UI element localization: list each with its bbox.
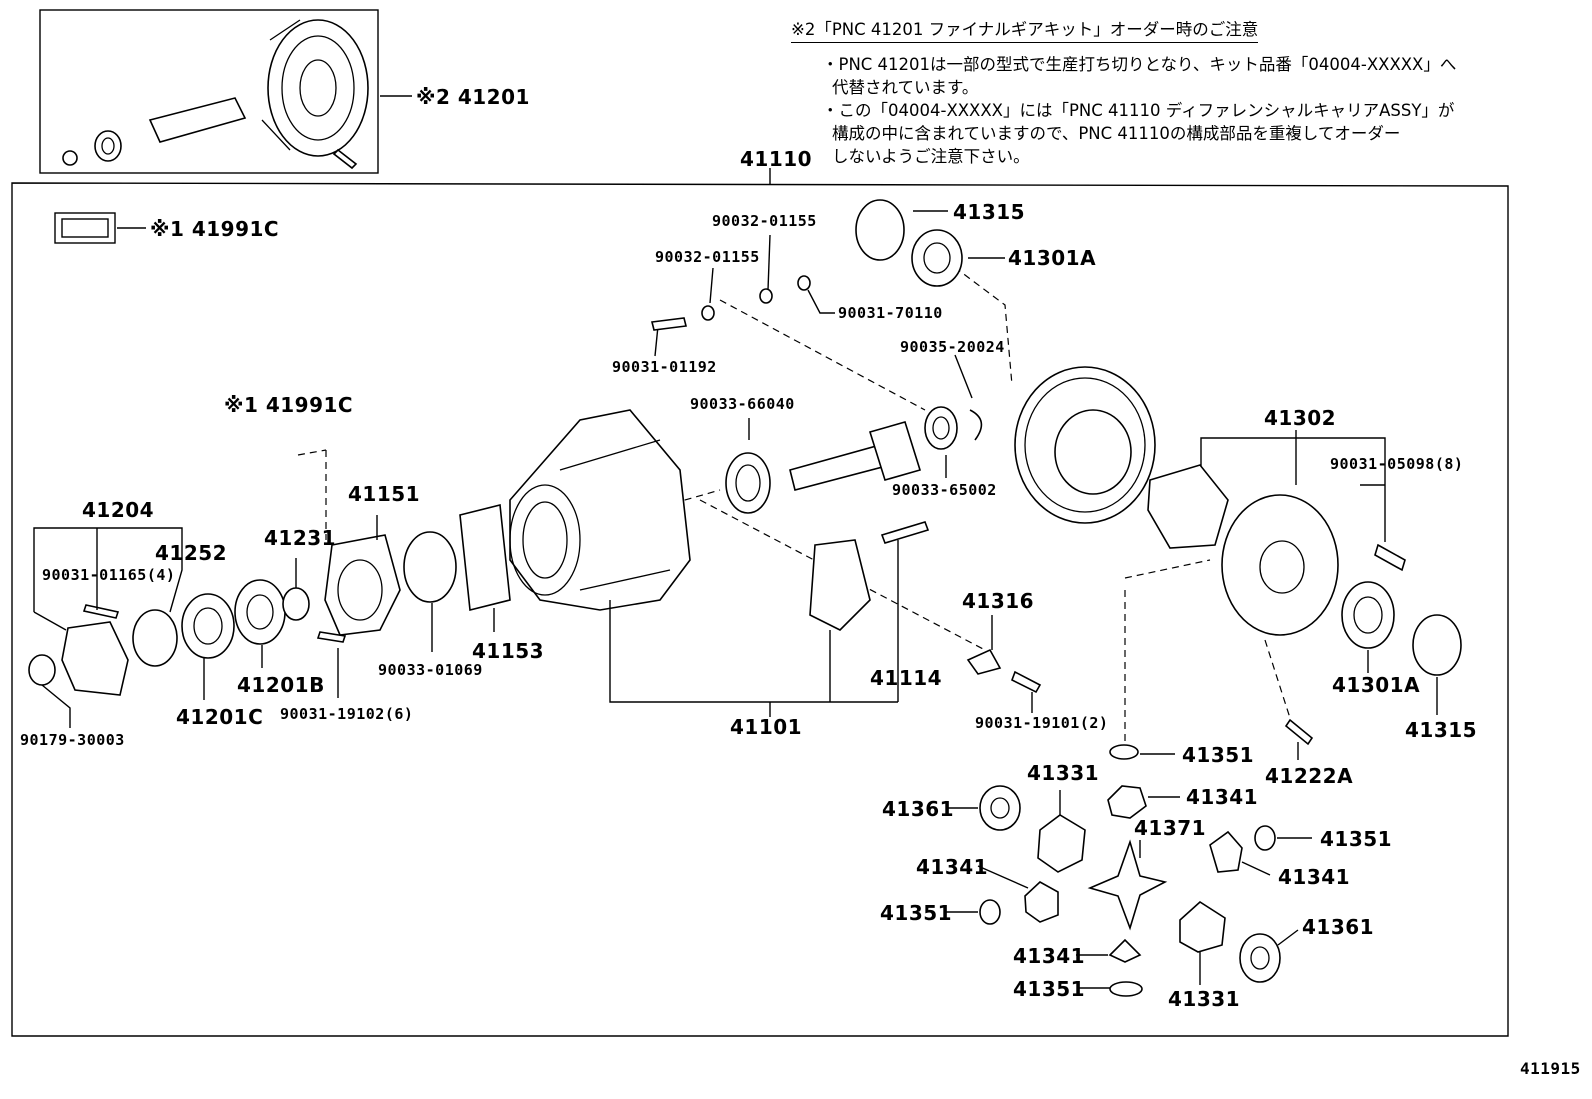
- part-label-90031-19102[interactable]: 90031-19102(6): [280, 705, 414, 723]
- kit-ring-gear-illustration: [62, 19, 369, 170]
- part-label-41341[interactable]: 41341: [1186, 785, 1259, 809]
- part-label-90033-66040[interactable]: 90033-66040: [690, 395, 795, 413]
- part-label-90032-01155[interactable]: 90032-01155: [655, 248, 760, 266]
- part-label-41361[interactable]: 41361: [882, 797, 955, 821]
- part-label-90031-05098[interactable]: 90031-05098(8): [1330, 455, 1464, 473]
- part-label-90031-01165[interactable]: 90031-01165(4): [42, 566, 176, 584]
- part-label-41222a[interactable]: 41222A: [1265, 764, 1354, 788]
- kit-inset-frame: [39, 9, 379, 174]
- label-plate-41991c: [54, 212, 116, 244]
- note-title: ※2「PNC 41201 ファイナルギアキット」オーダー時のご注意: [791, 21, 1259, 43]
- part-label-41301a[interactable]: 41301A: [1008, 246, 1097, 270]
- part-label-41110[interactable]: 41110: [740, 147, 813, 171]
- part-label-41101[interactable]: 41101: [730, 715, 803, 739]
- part-label-41361[interactable]: 41361: [1302, 915, 1375, 939]
- diff-internal-gears: [944, 744, 1312, 997]
- part-label-41315[interactable]: 41315: [953, 200, 1026, 224]
- part-label-41252[interactable]: 41252: [155, 541, 228, 565]
- note-line: 構成の中に含まれていますので、PNC 41110の構成部品を重複してオーダー: [832, 124, 1401, 143]
- part-label-41991c[interactable]: ※1 41991C: [224, 393, 354, 417]
- companion-flange-group: [28, 504, 511, 696]
- part-label-41351[interactable]: 41351: [880, 901, 953, 925]
- note-line: しないようご注意下さい。: [832, 147, 1030, 166]
- part-label-41302[interactable]: 41302: [1264, 406, 1337, 430]
- part-label-41341[interactable]: 41341: [1278, 865, 1351, 889]
- diagram-reference-code: 411915: [1520, 1059, 1581, 1078]
- part-label-90031-19101[interactable]: 90031-19101(2): [975, 714, 1109, 732]
- part-label-90033-65002[interactable]: 90033-65002: [892, 481, 997, 499]
- part-label-41201c[interactable]: 41201C: [176, 705, 264, 729]
- part-label-41316[interactable]: 41316: [962, 589, 1035, 613]
- part-label-41371[interactable]: 41371: [1134, 816, 1207, 840]
- part-label-41351[interactable]: 41351: [1320, 827, 1393, 851]
- part-label-41315[interactable]: 41315: [1405, 718, 1478, 742]
- part-label-90179-30003[interactable]: 90179-30003: [20, 731, 125, 749]
- part-label-41201-kit[interactable]: ※2 41201: [416, 85, 530, 109]
- part-label-90032-01155[interactable]: 90032-01155: [712, 212, 817, 230]
- part-label-41331[interactable]: 41331: [1168, 987, 1241, 1011]
- part-label-41341[interactable]: 41341: [1013, 944, 1086, 968]
- part-label-41331[interactable]: 41331: [1027, 761, 1100, 785]
- part-label-90035-20024[interactable]: 90035-20024: [900, 338, 1005, 356]
- drive-pinion: [725, 406, 958, 514]
- part-label-41351[interactable]: 41351: [1013, 977, 1086, 1001]
- note-line: ・この「04004-XXXXX」には「PNC 41110 ディファレンシャルキャ…: [822, 101, 1455, 120]
- part-label-90031-01192[interactable]: 90031-01192: [612, 358, 717, 376]
- note-line: 代替されています。: [832, 78, 979, 97]
- part-label-90033-01069[interactable]: 90033-01069: [378, 661, 483, 679]
- part-label-41301a[interactable]: 41301A: [1332, 673, 1421, 697]
- note-line: ・PNC 41201は一部の型式で生産打ち切りとなり、キット品番「04004-X…: [822, 55, 1457, 74]
- part-label-41151[interactable]: 41151: [348, 482, 421, 506]
- carrier-housing-41101: [509, 409, 691, 611]
- part-label-41231[interactable]: 41231: [264, 526, 337, 550]
- part-label-41351[interactable]: 41351: [1182, 743, 1255, 767]
- part-label-41341[interactable]: 41341: [916, 855, 989, 879]
- part-label-41153[interactable]: 41153: [472, 639, 545, 663]
- part-label-41204[interactable]: 41204: [82, 498, 155, 522]
- part-label-41114[interactable]: 41114: [870, 666, 943, 690]
- differential-case-41302: [1147, 464, 1339, 636]
- part-label-41201b[interactable]: 41201B: [237, 673, 325, 697]
- main-assembly-frame: [11, 182, 1509, 1037]
- part-label-41991c[interactable]: ※1 41991C: [150, 217, 280, 241]
- ring-gear-41110: [1014, 366, 1156, 524]
- part-label-90031-70110[interactable]: 90031-70110: [838, 304, 943, 322]
